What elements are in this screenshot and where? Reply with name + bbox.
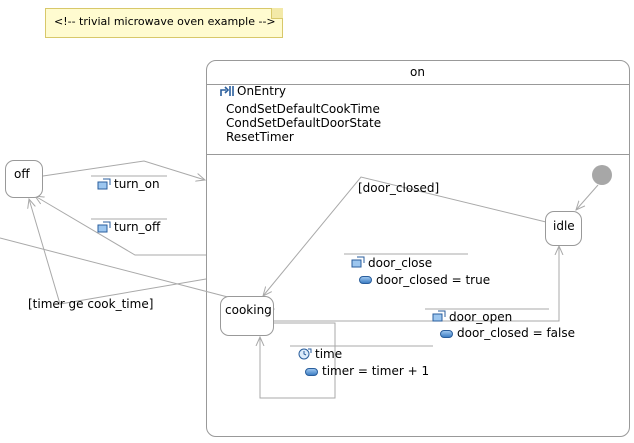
state-on-title: on bbox=[410, 65, 425, 79]
transition-timer-guard: [timer ge cook_time] bbox=[28, 297, 154, 311]
transition-turn-off-line[interactable] bbox=[35, 196, 206, 256]
transition-time-line[interactable] bbox=[260, 322, 336, 399]
state-cooking-name: cooking bbox=[225, 303, 272, 317]
action-icon bbox=[359, 276, 372, 284]
initial-pseudostate[interactable] bbox=[592, 165, 612, 185]
comment-note[interactable] bbox=[45, 8, 283, 38]
action-icon bbox=[305, 368, 318, 376]
comment-note-fold bbox=[271, 8, 283, 19]
state-cooking[interactable]: cooking bbox=[220, 296, 274, 336]
on-entry-label: OnEntry bbox=[237, 84, 286, 98]
on-entry-icon bbox=[220, 86, 234, 96]
transition-turn-on-event: turn_on bbox=[114, 177, 160, 191]
clock-icon bbox=[298, 348, 312, 360]
transition-door-closed-line[interactable] bbox=[263, 176, 547, 296]
transition-time-event: time bbox=[315, 347, 343, 361]
state-idle-name: idle bbox=[553, 219, 575, 233]
transition-door-open-event: door_open bbox=[449, 310, 513, 324]
state-on-header-divider bbox=[207, 84, 629, 85]
transition-door-open-line[interactable] bbox=[274, 246, 559, 322]
event-icon bbox=[97, 221, 111, 233]
transition-timer-guard-line[interactable] bbox=[29, 199, 207, 305]
on-entry-action: CondSetDefaultCookTime bbox=[226, 102, 380, 116]
transition-turn-on-line[interactable] bbox=[42, 160, 205, 180]
transition-turn-off-event: turn_off bbox=[114, 220, 161, 234]
transition-door-close-action: door_closed = true bbox=[376, 273, 491, 287]
comment-note-text: <!-- trivial microwave oven example --> bbox=[54, 15, 276, 28]
event-icon bbox=[432, 310, 446, 322]
state-off-name: off bbox=[14, 167, 30, 181]
state-idle[interactable]: idle bbox=[545, 211, 582, 246]
on-entry-action: CondSetDefaultDoorState bbox=[226, 116, 382, 130]
state-on-body-divider bbox=[207, 154, 629, 155]
transition-door-open-action: door_closed = false bbox=[457, 326, 575, 340]
on-entry-action: ResetTimer bbox=[226, 130, 294, 144]
action-icon bbox=[440, 330, 453, 338]
event-icon bbox=[97, 178, 111, 190]
transition-door-close-event: door_close bbox=[368, 256, 433, 270]
initial-transition-line[interactable] bbox=[576, 184, 599, 210]
event-icon bbox=[351, 256, 365, 268]
transition-door-closed-guard: [door_closed] bbox=[358, 181, 440, 195]
transition-time-action: timer = timer + 1 bbox=[322, 364, 430, 378]
state-off[interactable]: off bbox=[5, 160, 43, 198]
